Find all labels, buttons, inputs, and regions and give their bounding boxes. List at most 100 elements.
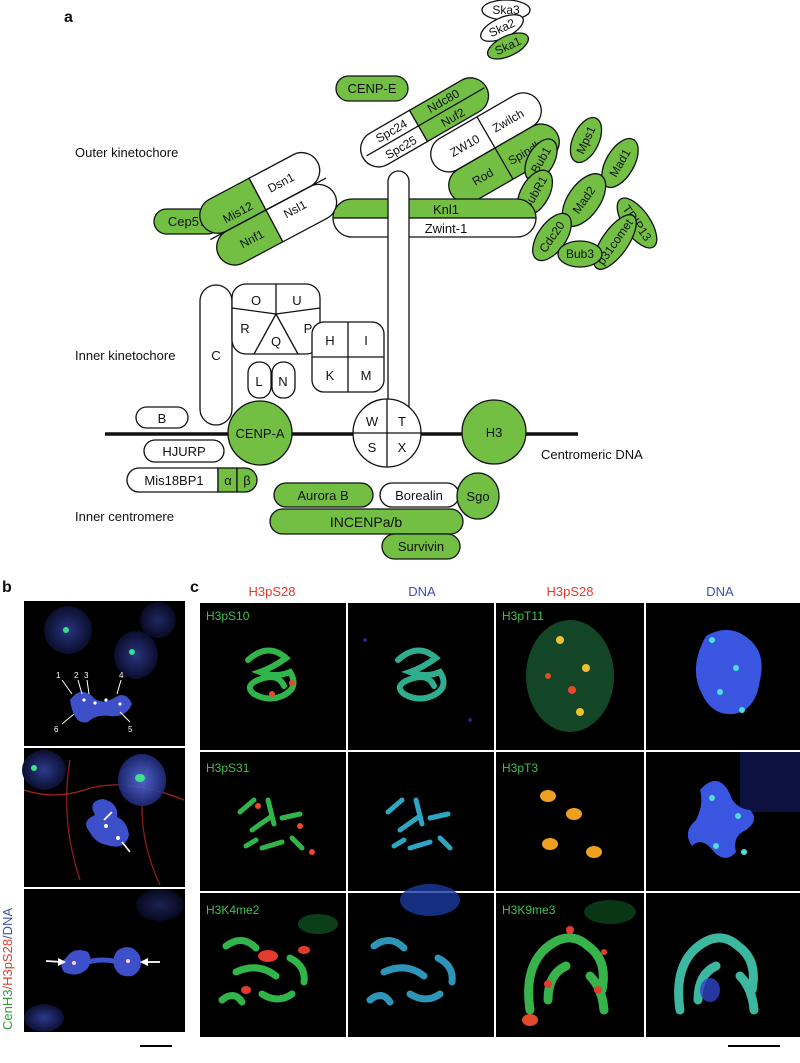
arrow-number-5: 5 bbox=[128, 725, 133, 734]
row-label-h3pt3: H3pT3 bbox=[502, 761, 538, 775]
h3-shape bbox=[461, 399, 527, 465]
alpha-label: α bbox=[224, 473, 232, 488]
sgo-shape bbox=[456, 472, 500, 520]
spc-part bbox=[360, 109, 429, 168]
mad1-shape bbox=[601, 137, 639, 189]
incenp-shape bbox=[269, 508, 464, 535]
cenpn-label: N bbox=[278, 374, 287, 389]
cpc-complex: Aurora B Borealin INCENPa/b Survivin Sgo bbox=[269, 472, 500, 560]
panel-c: c H3pS28 DNA H3pS28 DNA H3pS10 H3pT11 bbox=[190, 579, 800, 1047]
arrow-number-1: 1 bbox=[56, 671, 61, 680]
ndc80-part bbox=[408, 77, 490, 143]
zwint-label: Zwint-1 bbox=[425, 221, 468, 236]
hjurp-shape bbox=[143, 439, 225, 463]
inner-kinetochore-label: Inner kinetochore bbox=[75, 348, 175, 363]
panel-c-row-1: H3pS10 H3pT11 bbox=[200, 603, 800, 750]
mis18bp1-label: Mis18BP1 bbox=[144, 473, 203, 488]
panel-a: a Outer kinetochore Inner kinetochore In… bbox=[64, 0, 658, 560]
row-label-h3ps31: H3pS31 bbox=[206, 761, 250, 775]
cep57-label: Cep57 bbox=[168, 214, 206, 229]
cenpp-label: P bbox=[304, 321, 313, 336]
column-header-2: DNA bbox=[408, 584, 436, 599]
panel-c-row-3: H3K4me2 H3K9me3 bbox=[200, 884, 800, 1037]
column-header-3: H3pS28 bbox=[547, 584, 594, 599]
arrow-number-4: 4 bbox=[119, 671, 124, 680]
cenpt-label: T bbox=[398, 414, 406, 429]
cenpb-shape bbox=[135, 406, 189, 429]
cenpk-label: K bbox=[326, 368, 335, 383]
ska3-label: Ska3 bbox=[492, 3, 520, 17]
cenpa-shape bbox=[227, 400, 293, 466]
mis18bp1-shape bbox=[126, 467, 219, 493]
panel-b-image-3 bbox=[24, 889, 185, 1032]
inner-centromere-label: Inner centromere bbox=[75, 509, 174, 524]
column-header-4: DNA bbox=[706, 584, 734, 599]
cenpe-shape bbox=[335, 75, 409, 102]
survivin-shape bbox=[381, 533, 461, 560]
opqur-box bbox=[231, 283, 321, 355]
arrow-number-3: 3 bbox=[84, 671, 89, 680]
column-header-1: H3pS28 bbox=[249, 584, 296, 599]
bub3-shape bbox=[557, 240, 603, 268]
panel-b-image-1: 1 2 3 4 5 6 bbox=[24, 601, 185, 746]
mis18-complex: Mis18BP1 α β bbox=[126, 467, 258, 493]
cenpu-label: U bbox=[292, 293, 301, 308]
mps1-shape bbox=[569, 116, 603, 164]
ska-complex: Ska3 Ska2 Ska1 bbox=[480, 0, 531, 60]
panel-b-side-label: CenH3/H3pS28/DNA bbox=[0, 908, 15, 1030]
knl1-complex: Knl1 Zwint-1 bbox=[332, 198, 537, 238]
cenpo-label: O bbox=[251, 293, 261, 308]
incenp-label: INCENPa/b bbox=[330, 514, 403, 530]
cenpl-label: L bbox=[255, 374, 262, 389]
cenpe-label: CENP-E bbox=[347, 81, 396, 96]
cenpb-label: B bbox=[158, 411, 167, 426]
ska1-shape bbox=[486, 32, 530, 60]
panel-c-label: c bbox=[190, 579, 199, 596]
cenpc-shape bbox=[199, 284, 233, 426]
cenp-hikm: H I K M bbox=[311, 321, 385, 393]
nsl1-part bbox=[265, 183, 338, 243]
arrow-number-6: 6 bbox=[54, 725, 59, 734]
mis12-complex: Mis12 Nnf1 Dsn1 Nsl1 bbox=[199, 152, 338, 266]
panel-b-image-2 bbox=[22, 748, 185, 887]
row-label-h3ps10: H3pS10 bbox=[206, 609, 250, 623]
cenpl-shape bbox=[247, 361, 272, 399]
cenp-twsx: W T S X bbox=[352, 398, 422, 468]
panel-a-label: a bbox=[64, 9, 73, 26]
row-label-h3k4me2: H3K4me2 bbox=[206, 903, 260, 917]
cenpx-label: X bbox=[398, 440, 407, 455]
row-label-h3pt11: H3pT11 bbox=[502, 609, 544, 623]
cenpi-label: I bbox=[364, 333, 368, 348]
beta-label: β bbox=[243, 473, 250, 488]
panel-b: b CenH3/H3pS28/DNA 1 2 3 4 5 6 bbox=[0, 579, 185, 1047]
cenpc-label: C bbox=[211, 348, 220, 363]
arrow-number-2: 2 bbox=[74, 671, 79, 680]
bub3-label: Bub3 bbox=[566, 247, 594, 261]
cenph-label: H bbox=[325, 333, 334, 348]
cenpw-label: W bbox=[366, 414, 379, 429]
cenp-opqur: O U R P Q bbox=[231, 283, 321, 355]
hjurp-label: HJURP bbox=[162, 444, 205, 459]
panel-b-label: b bbox=[2, 579, 12, 596]
nnf1-part bbox=[216, 209, 284, 266]
h3-label: H3 bbox=[486, 425, 503, 440]
aurorab-label: Aurora B bbox=[297, 488, 348, 503]
cenpt-stalk bbox=[387, 170, 410, 424]
aurorab-shape bbox=[273, 482, 374, 508]
zwint-shape bbox=[332, 217, 537, 238]
cenpa-label: CENP-A bbox=[235, 426, 284, 441]
mis18beta-shape bbox=[236, 467, 258, 493]
row-label-h3k9me3: H3K9me3 bbox=[502, 903, 556, 917]
survivin-label: Survivin bbox=[398, 539, 444, 554]
cenps-label: S bbox=[368, 440, 377, 455]
cenpq-label: Q bbox=[271, 334, 281, 349]
p31comet-shape bbox=[593, 214, 637, 270]
sgo-label: Sgo bbox=[466, 489, 489, 504]
centromeric-dna-label: Centromeric DNA bbox=[541, 447, 643, 462]
cenpr-label: R bbox=[240, 321, 249, 336]
cenpm-label: M bbox=[361, 368, 372, 383]
cenpn-shape bbox=[271, 361, 296, 399]
knl1-label: Knl1 bbox=[433, 202, 459, 217]
borealin-label: Borealin bbox=[395, 488, 443, 503]
